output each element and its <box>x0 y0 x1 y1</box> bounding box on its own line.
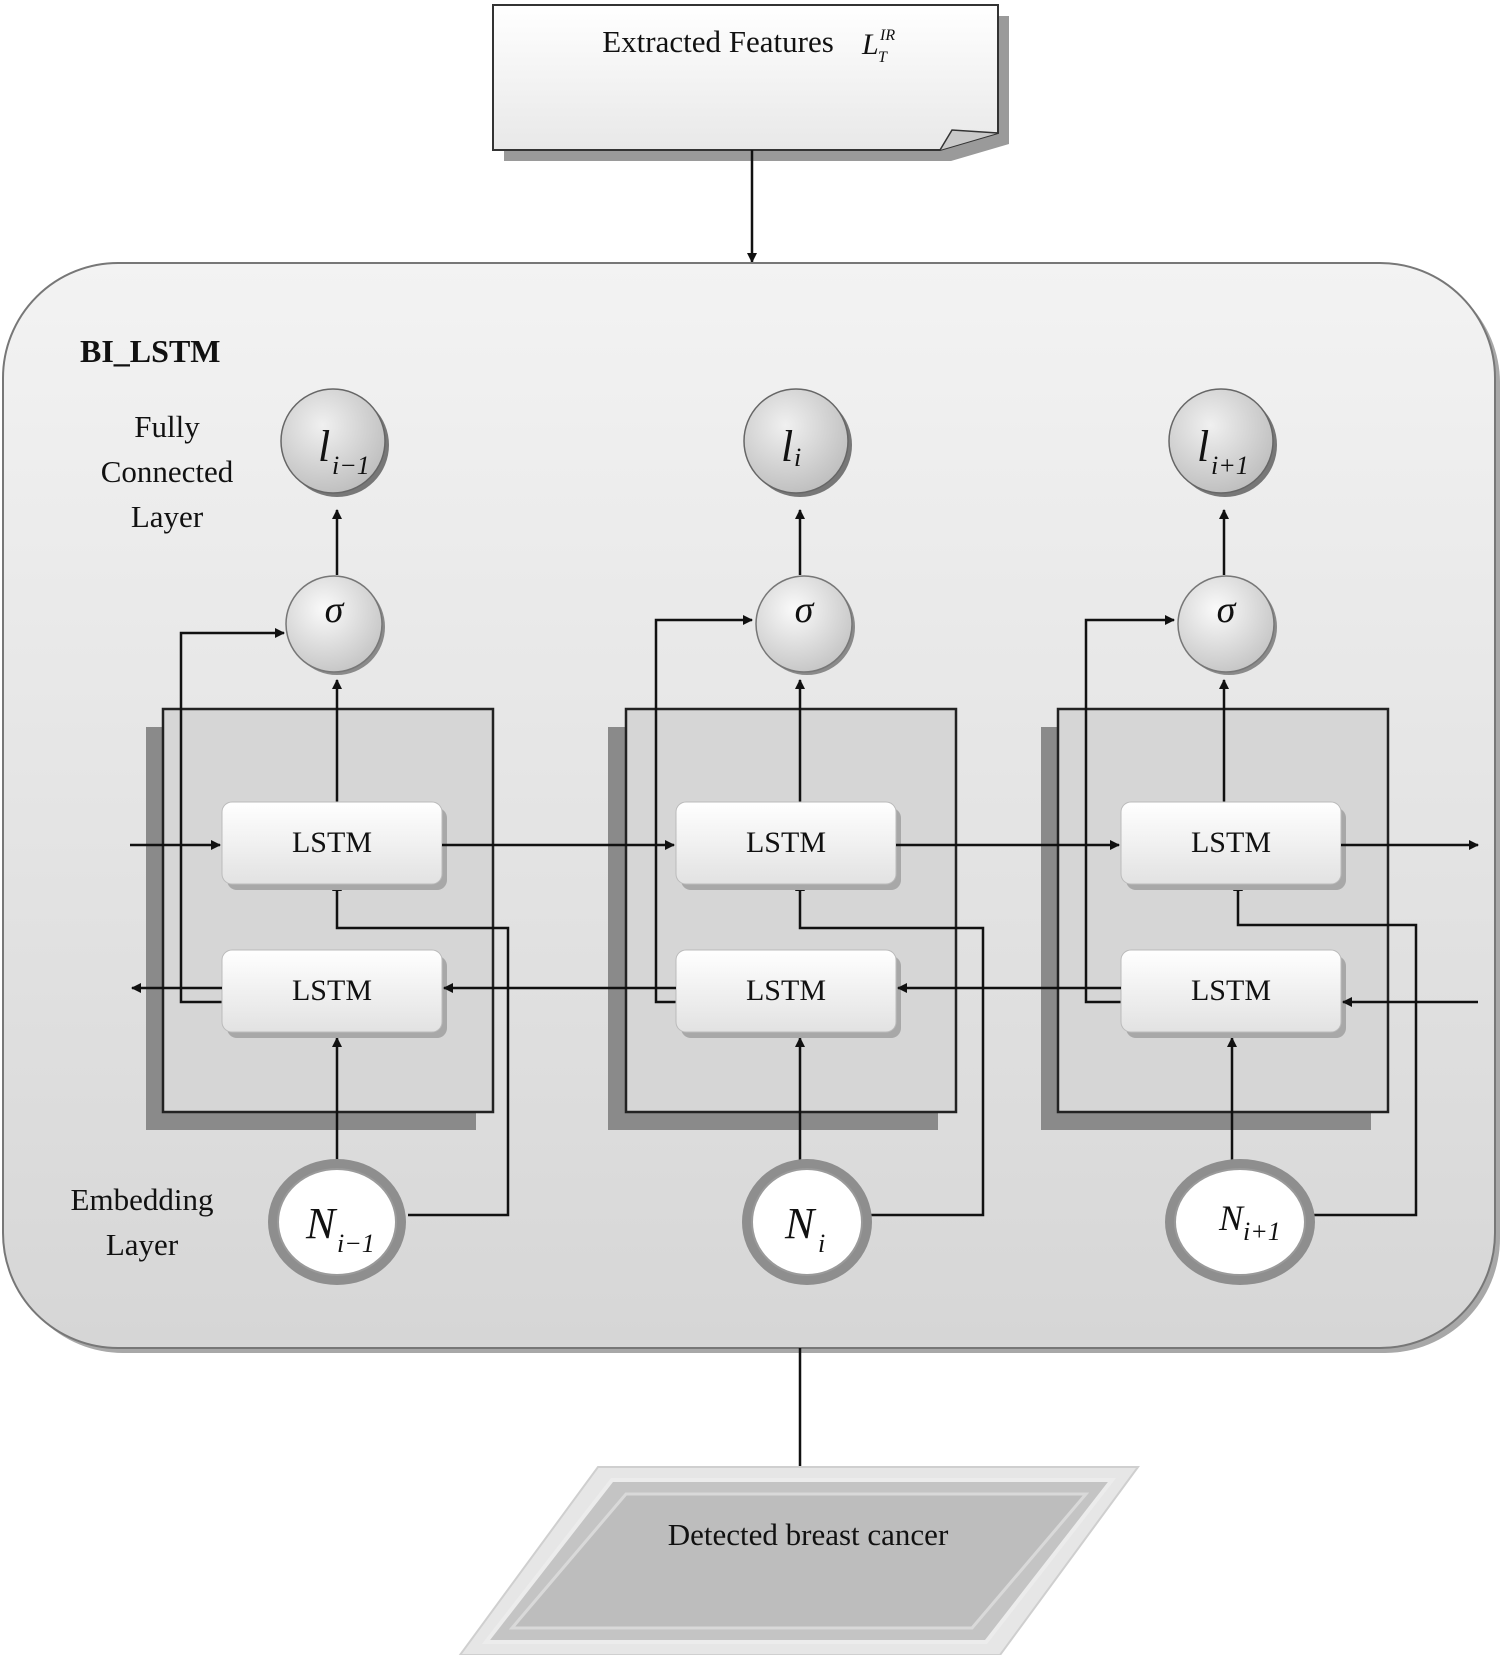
embedding-node-3: N i+1 <box>1165 1159 1315 1285</box>
emb-label-line2: Layer <box>106 1227 179 1262</box>
sigma-node-1: σ <box>285 575 385 675</box>
cell-2-frame <box>624 707 958 1114</box>
fully-connected-layer-label: Fully Connected Layer <box>101 409 234 534</box>
recurrent-connections <box>130 840 1479 1007</box>
forward-lstm-2-label: LSTM <box>746 826 826 859</box>
output-node-2: l i <box>743 388 852 497</box>
fc-label-line1: Fully <box>134 409 200 444</box>
backward-lstm-3: LSTM <box>1120 949 1346 1038</box>
bilstm-title: BI_LSTM <box>80 333 220 369</box>
embedding-node-3-symbol: N <box>1218 1198 1245 1238</box>
sigma-node-3: σ <box>1177 575 1277 675</box>
forward-lstm-3: LSTM <box>1120 801 1346 890</box>
backward-lstm-2-label: LSTM <box>746 974 826 1007</box>
output-box: Detected breast cancer <box>458 1466 1140 1655</box>
output-node-3-symbol: l <box>1197 422 1209 471</box>
emb-label-line1: Embedding <box>71 1182 214 1217</box>
embedding-node-2: N i <box>742 1159 872 1285</box>
sigma-node-1-label: σ <box>325 589 345 631</box>
sigma-node-2-label: σ <box>795 589 815 631</box>
fc-label-line2: Connected <box>101 454 234 489</box>
fc-label-line3: Layer <box>131 499 204 534</box>
cell-1-frame <box>161 707 495 1114</box>
cell-3: l i+1 σ LSTM LSTM N i+1 <box>1041 388 1418 1285</box>
input-symbol-sup: IR <box>879 27 895 44</box>
input-box-label: Extracted Features <box>602 24 834 59</box>
sigma-node-2: σ <box>755 575 855 675</box>
input-box: Extracted Features L IR T <box>492 4 1009 161</box>
forward-lstm-1-label: LSTM <box>292 826 372 859</box>
embedding-node-1-sub: i−1 <box>337 1229 375 1258</box>
output-node-1-sub: i−1 <box>332 451 370 480</box>
input-symbol: L <box>861 28 879 61</box>
output-node-1: l i−1 <box>280 388 389 497</box>
cell-2: l i σ LSTM LSTM N i <box>608 388 985 1285</box>
embedding-node-3-sub: i+1 <box>1243 1217 1281 1246</box>
sigma-node-3-label: σ <box>1217 589 1237 631</box>
backward-lstm-1-label: LSTM <box>292 974 372 1007</box>
embedding-node-1: N i−1 <box>268 1159 406 1285</box>
input-symbol-sub: T <box>878 49 888 66</box>
output-box-label: Detected breast cancer <box>668 1517 949 1552</box>
embedding-layer-label: Embedding Layer <box>71 1182 214 1262</box>
output-node-1-symbol: l <box>318 422 330 471</box>
cell-1: l i−1 σ LSTM LSTM N i−1 <box>146 388 510 1285</box>
forward-lstm-2: LSTM <box>675 801 901 890</box>
backward-lstm-1: LSTM <box>221 949 447 1038</box>
forward-lstm-3-label: LSTM <box>1191 826 1271 859</box>
backward-lstm-2: LSTM <box>675 949 901 1038</box>
output-node-2-sub: i <box>794 443 801 472</box>
output-node-3-sub: i+1 <box>1211 451 1249 480</box>
output-node-2-symbol: l <box>781 422 793 471</box>
forward-lstm-1: LSTM <box>221 801 447 890</box>
embedding-node-1-symbol: N <box>305 1199 338 1248</box>
embedding-node-2-symbol: N <box>784 1199 817 1248</box>
output-node-3: l i+1 <box>1168 388 1277 497</box>
embedding-node-2-sub: i <box>818 1229 825 1258</box>
backward-lstm-3-label: LSTM <box>1191 974 1271 1007</box>
